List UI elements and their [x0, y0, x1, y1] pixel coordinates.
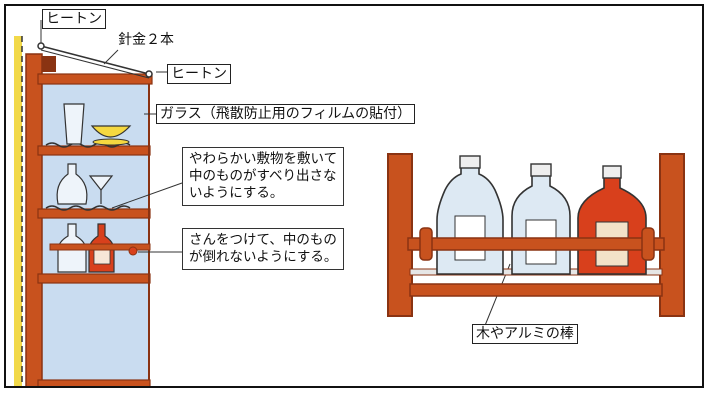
wine-glass [88, 175, 114, 191]
teacup [90, 125, 132, 138]
bottle-rack [387, 153, 685, 317]
tumbler [63, 103, 85, 145]
rack-rail [407, 237, 665, 251]
note-soft-cloth: やわらかい敷物を敷いて 中のものがすべり出さな いようにする。 [182, 147, 345, 206]
label-heaton-top: ヒートン [42, 9, 106, 29]
heaton-eye [145, 70, 153, 78]
heaton-block [42, 56, 56, 72]
guard-bar [49, 243, 151, 251]
label-glass: ガラス（飛散防止用のフィルムの貼付） [156, 104, 416, 124]
shelf-diagram [14, 20, 685, 386]
sake-bottle [56, 163, 88, 205]
wire [40, 45, 150, 75]
label-rail: 木やアルミの棒 [472, 324, 578, 344]
cabinet-left [25, 53, 153, 386]
soft-mat [45, 205, 131, 211]
bar-screw [128, 246, 138, 256]
note-guard-bar: さんをつけて、中のもの が倒れないようにする。 [182, 228, 345, 270]
label-wire: 針金２本 [118, 32, 174, 48]
heaton-eye [37, 42, 45, 50]
wall-stripe [14, 36, 22, 386]
label-heaton-right: ヒートン [167, 64, 231, 84]
illustration-frame: ヒートン 針金２本 ヒートン ガラス（飛散防止用のフィルムの貼付） やわらかい敷… [4, 4, 704, 388]
soft-mat [45, 142, 131, 148]
